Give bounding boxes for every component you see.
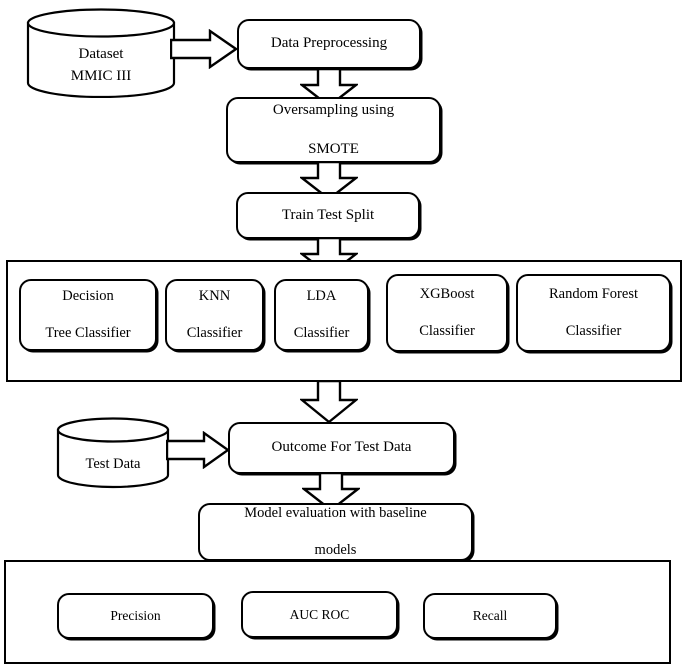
classifier-decision-tree-line2: Tree Classifier xyxy=(45,325,131,342)
classifier-knn-line2: Classifier xyxy=(186,325,243,342)
classifier-lda-line2: Classifier xyxy=(293,325,350,342)
test-data-cylinder: Test Data xyxy=(56,417,170,489)
classifier-box-knn: KNN Classifier xyxy=(165,279,264,351)
arrow-dataset-to-preprocessing xyxy=(170,29,238,69)
dataset-line2: MMIC III xyxy=(70,67,132,84)
test-data-cylinder-label: Test Data xyxy=(85,456,141,472)
classifier-random-forest-line2: Classifier xyxy=(565,323,622,340)
arrow-testdata-to-outcome xyxy=(166,431,230,469)
metric-recall-label: Recall xyxy=(472,608,508,624)
model-evaluation-line1: Model evaluation with baseline xyxy=(244,505,427,522)
dataset-cylinder: Dataset MMIC III xyxy=(26,8,176,98)
train-test-split-box: Train Test Split xyxy=(236,192,420,239)
data-preprocessing-label: Data Preprocessing xyxy=(270,35,388,52)
dataset-cylinder-label: Dataset MMIC III xyxy=(26,44,176,88)
arrow-classifiers-to-outcome xyxy=(300,380,358,424)
data-preprocessing-box: Data Preprocessing xyxy=(237,19,421,69)
dataset-line1: Dataset xyxy=(78,46,124,62)
metric-auc-roc-label: AUC ROC xyxy=(289,606,350,622)
cylinder-shape xyxy=(26,8,176,98)
classifier-decision-tree-line1: Decision xyxy=(62,288,114,305)
model-evaluation-line2: models xyxy=(314,542,357,559)
cylinder-shape xyxy=(56,417,170,489)
model-evaluation-box: Model evaluation with baseline models xyxy=(198,503,473,561)
metric-box-auc-roc: AUC ROC xyxy=(241,591,398,638)
classifier-knn-line1: KNN xyxy=(198,288,231,305)
classifier-xgboost-line2: Classifier xyxy=(419,323,475,340)
outcome-for-test-data-label: Outcome For Test Data xyxy=(271,439,412,456)
oversampling-line1: Oversampling using xyxy=(272,102,395,119)
classifier-random-forest-line1: Random Forest xyxy=(548,286,638,303)
arrow-preprocessing-to-oversampling xyxy=(300,68,358,108)
metric-box-recall: Recall xyxy=(423,593,557,639)
arrow-oversampling-to-split xyxy=(300,161,358,201)
classifier-box-lda: LDA Classifier xyxy=(274,279,369,351)
oversampling-box: Oversampling using SMOTE xyxy=(226,97,441,163)
metric-precision-label: Precision xyxy=(110,608,161,624)
outcome-for-test-data-box: Outcome For Test Data xyxy=(228,422,455,474)
classifier-box-random-forest: Random Forest Classifier xyxy=(516,274,671,352)
arrow-outcome-to-evaluation xyxy=(302,472,360,512)
oversampling-label: Oversampling using SMOTE xyxy=(261,101,406,159)
classifier-lda-line1: LDA xyxy=(306,288,337,305)
oversampling-line2: SMOTE xyxy=(308,140,359,157)
metric-box-precision: Precision xyxy=(57,593,214,639)
classifier-box-decision-tree: Decision Tree Classifier xyxy=(19,279,157,351)
classifier-box-xgboost: XGBoost Classifier xyxy=(386,274,508,352)
train-test-split-label: Train Test Split xyxy=(281,206,375,223)
classifier-xgboost-line1: XGBoost xyxy=(419,286,475,303)
